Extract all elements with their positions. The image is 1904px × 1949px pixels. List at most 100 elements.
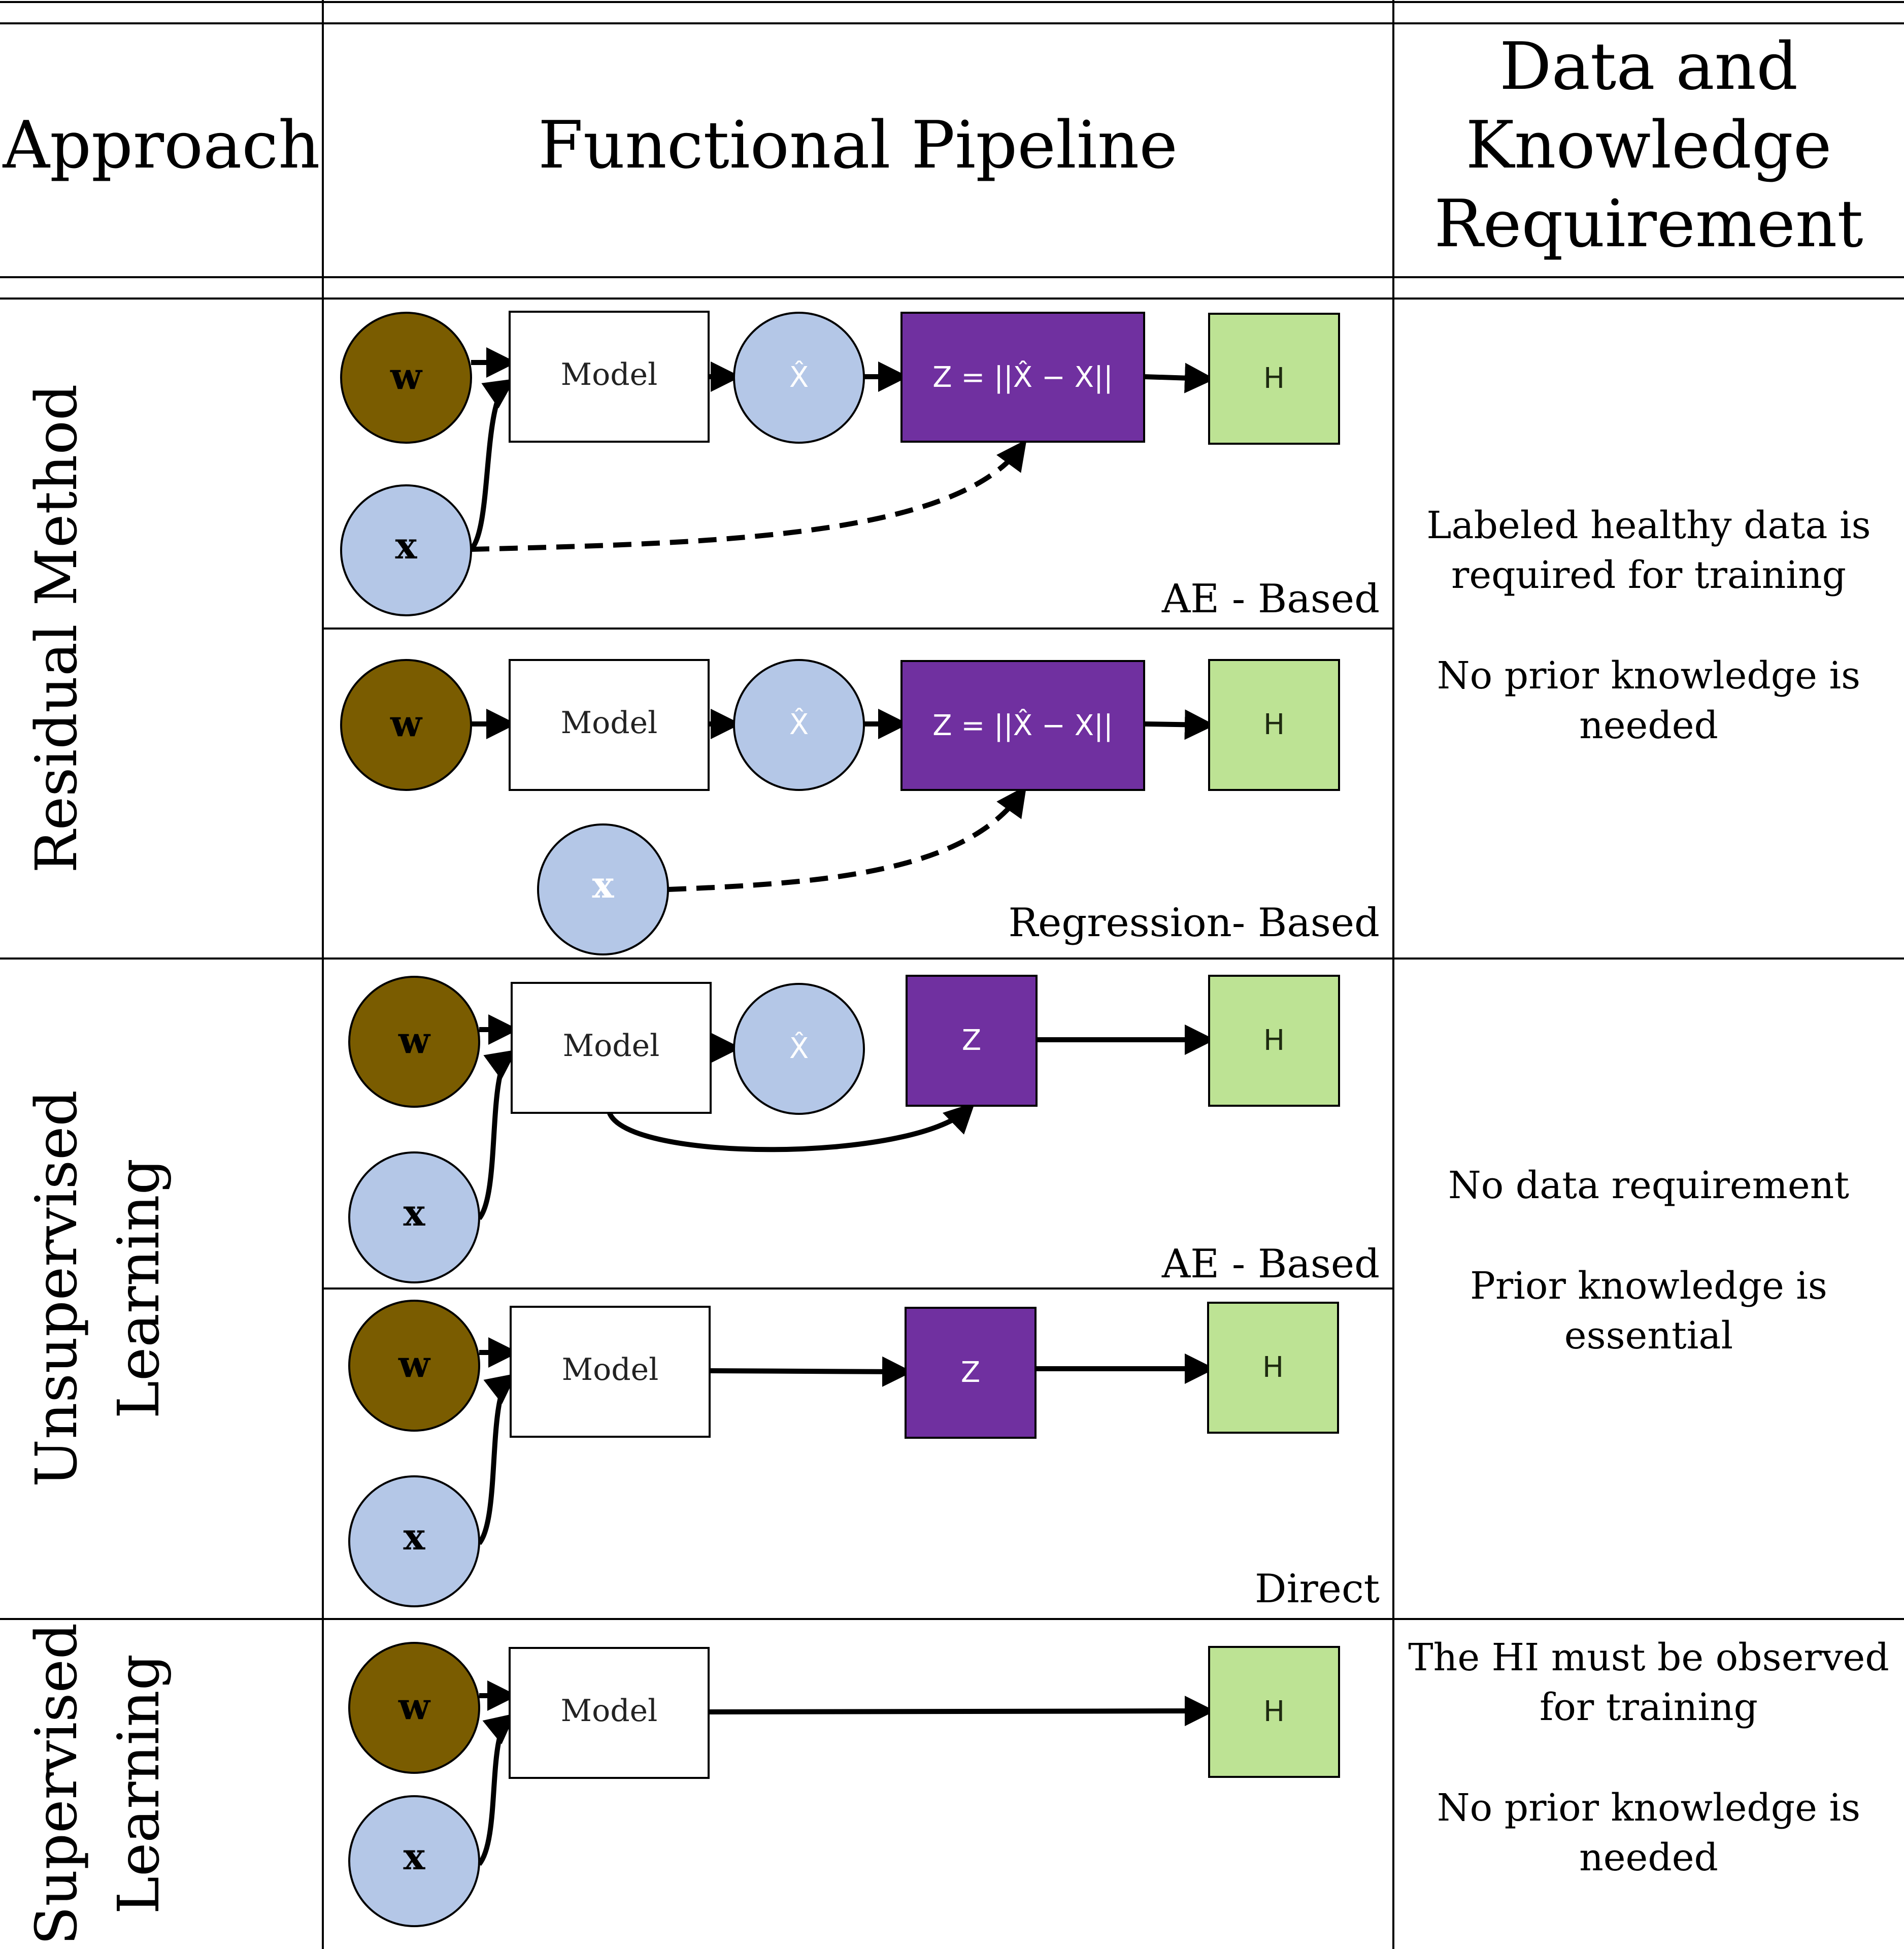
node-x-label: x: [592, 863, 615, 906]
edge-x-residual: [667, 785, 1027, 892]
node-x-label: x: [404, 1515, 426, 1558]
row-label-supervised-2: Learning: [106, 1654, 172, 1914]
node-w: [340, 659, 472, 791]
edge-residual-h: [1144, 362, 1215, 393]
edge-x-residual: [471, 439, 1027, 552]
node-w-label: w: [390, 702, 423, 745]
h-label: H: [1263, 1695, 1285, 1728]
req-text: required for training: [1451, 553, 1846, 597]
node-xhat: [733, 983, 865, 1115]
edge-model-h: [708, 1696, 1215, 1727]
req-text: No prior knowledge is: [1437, 1786, 1860, 1830]
req-text: for training: [1540, 1686, 1758, 1729]
h-label: H: [1262, 1351, 1284, 1384]
residual-formula-label: Z = ||X̂ − X||: [932, 361, 1113, 394]
node-xhat: [733, 312, 865, 444]
node-w-label: w: [398, 1684, 431, 1728]
z-label: Z: [961, 1356, 980, 1389]
node-x: [537, 823, 669, 955]
row-label-residual: Residual Method: [24, 384, 90, 873]
node-x: [340, 484, 472, 616]
model-label: Model: [561, 357, 658, 392]
caption-residual-ae: AE - Based: [1161, 576, 1380, 622]
edge-x-model: [477, 1713, 516, 1866]
model-box: [510, 1306, 711, 1438]
h-box: [1208, 975, 1340, 1107]
panel-residual-ae: w x Model X̂ Z = ||X̂ − X|| H: [340, 311, 1340, 616]
edge-x-model: [477, 1373, 517, 1545]
z-box: [905, 1307, 1037, 1439]
model-box: [509, 659, 710, 791]
h-label: H: [1263, 1024, 1285, 1057]
model-label: Model: [562, 1352, 659, 1388]
edge-model-z: [607, 1102, 975, 1152]
edge-x-model: [469, 378, 515, 551]
node-x-label: x: [395, 524, 418, 567]
z-box: [906, 975, 1038, 1107]
req-text: No data requirement: [1448, 1164, 1849, 1207]
panel-supervised: w x Model H: [348, 1642, 1340, 1927]
edge-residual-h: [1144, 709, 1215, 740]
h-box: [1208, 1646, 1340, 1778]
header-requirement-line-1: Data and: [1499, 29, 1798, 105]
model-box: [509, 311, 710, 443]
node-x: [348, 1151, 480, 1283]
panel-unsupervised-direct: w x Model Z H: [348, 1300, 1339, 1607]
requirement-unsupervised: No data requirement Prior knowledge is e…: [1448, 1164, 1849, 1358]
node-w: [348, 976, 480, 1108]
edge-model-z: [709, 1356, 913, 1387]
h-box: [1207, 1302, 1339, 1434]
node-xhat-label: X̂: [789, 361, 809, 394]
header-requirement-line-3: Requirement: [1434, 186, 1863, 262]
model-label: Model: [561, 1693, 658, 1729]
node-x-label: x: [404, 1191, 426, 1234]
h-box: [1208, 659, 1340, 791]
req-text: needed: [1579, 704, 1718, 747]
req-text: Labeled healthy data is: [1426, 504, 1870, 547]
row-label-unsupervised-2: Learning: [106, 1159, 172, 1419]
node-w-label: w: [390, 354, 423, 398]
node-w: [348, 1300, 480, 1432]
header-pipeline: Functional Pipeline: [538, 108, 1178, 183]
model-box: [509, 1647, 710, 1779]
node-w-label: w: [398, 1018, 431, 1062]
node-x-label: x: [404, 1835, 426, 1878]
panel-residual-regression: w x Model X̂ Z = ||X̂ − X|| H: [340, 659, 1340, 955]
header-approach: Approach: [3, 108, 320, 183]
node-x: [348, 1795, 480, 1927]
model-box: [511, 982, 712, 1114]
edge-x-model: [477, 1049, 517, 1220]
node-w-label: w: [398, 1342, 431, 1385]
header-requirement-line-2: Knowledge: [1466, 108, 1832, 183]
node-w: [348, 1642, 480, 1774]
residual-formula-label: Z = ||X̂ − X||: [932, 709, 1113, 742]
panel-unsupervised-ae: w x Model X̂ Z H: [348, 975, 1340, 1283]
residual-box: [900, 660, 1145, 791]
node-xhat: [733, 659, 865, 791]
req-text: needed: [1579, 1836, 1718, 1879]
caption-unsupervised-ae: AE - Based: [1161, 1241, 1380, 1287]
h-label: H: [1263, 362, 1285, 395]
z-label: Z: [962, 1024, 981, 1057]
req-text: No prior knowledge is: [1437, 654, 1860, 698]
model-label: Model: [561, 705, 658, 741]
requirement-residual: Labeled healthy data is required for tra…: [1426, 504, 1870, 747]
node-x: [348, 1475, 480, 1607]
model-label: Model: [563, 1028, 660, 1064]
row-label-supervised-1: Supervised: [24, 1623, 90, 1945]
node-xhat-label: X̂: [789, 708, 809, 741]
caption-residual-regression: Regression- Based: [1008, 900, 1380, 946]
node-w: [340, 312, 472, 444]
caption-unsupervised-direct: Direct: [1255, 1566, 1380, 1612]
req-text: The HI must be observed: [1408, 1636, 1889, 1679]
residual-box: [900, 312, 1145, 443]
h-box: [1208, 313, 1340, 445]
node-xhat-label: X̂: [789, 1032, 809, 1065]
row-label-unsupervised-1: Unsupervised: [24, 1090, 90, 1487]
requirement-supervised: The HI must be observed for training No …: [1408, 1636, 1889, 1879]
req-text: Prior knowledge is: [1470, 1264, 1827, 1308]
h-label: H: [1263, 708, 1285, 741]
req-text: essential: [1564, 1314, 1733, 1358]
